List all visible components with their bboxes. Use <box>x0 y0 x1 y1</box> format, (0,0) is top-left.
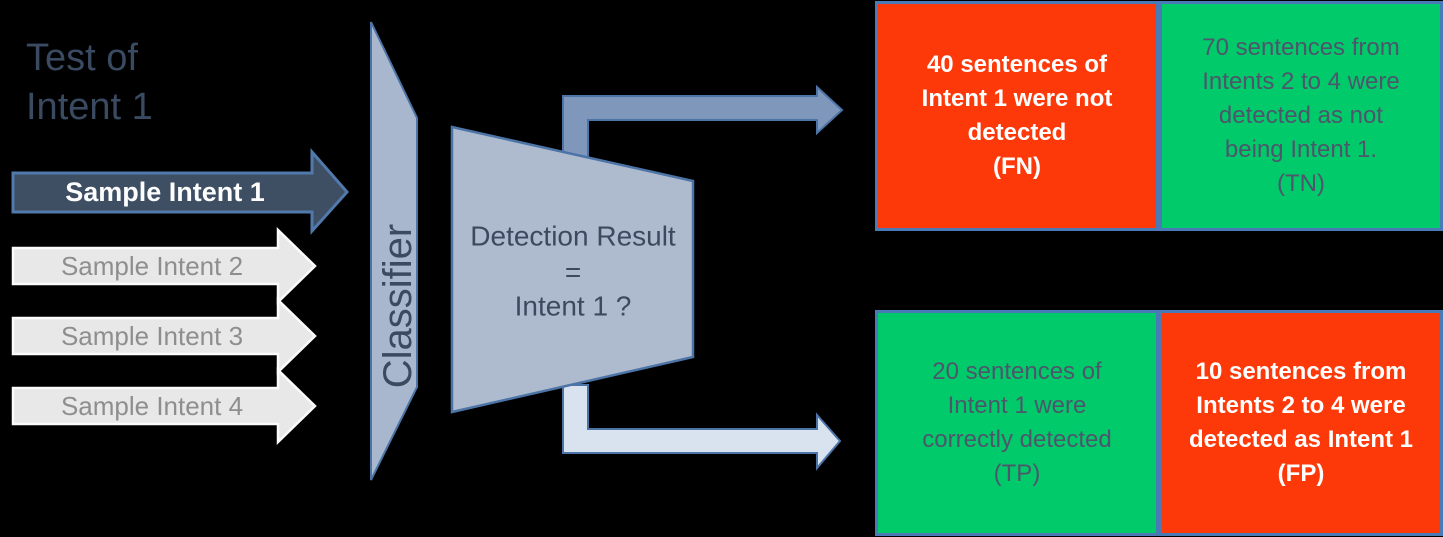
sample-intent-1-arrow <box>11 148 350 235</box>
diagram-title: Test of Intent 1 <box>26 37 153 128</box>
decision-trapezoid <box>450 125 695 414</box>
classifier-label: Classifier <box>376 224 420 388</box>
outcome-box-false-positive: 10 sentences from Intents 2 to 4 were de… <box>1159 310 1443 536</box>
outcome-box-true-positive: 20 sentences of Intent 1 were correctly … <box>875 310 1159 536</box>
decision-label-line3: Intent 1 ? <box>515 291 632 322</box>
outcome-box-true-negative: 70 sentences from Intents 2 to 4 were de… <box>1159 1 1443 231</box>
elbow-arrow-to-tp <box>562 384 842 471</box>
outcome-box-false-negative: 40 sentences of Intent 1 were not detect… <box>875 1 1159 231</box>
sample-intent-4-arrow <box>11 367 317 445</box>
classifier-shape <box>370 21 418 481</box>
outcome-text-true-negative: 70 sentences from Intents 2 to 4 were de… <box>1202 34 1400 197</box>
outcome-text-false-negative: 40 sentences of Intent 1 were not detect… <box>921 51 1113 180</box>
sample-intent-4-label: Sample Intent 4 <box>61 391 243 421</box>
sample-intent-3-label: Sample Intent 3 <box>61 321 243 351</box>
sample-intent-2-label: Sample Intent 2 <box>61 251 243 281</box>
sample-intent-1-label: Sample Intent 1 <box>65 177 265 207</box>
sample-intent-2-arrow <box>11 227 317 305</box>
decision-label-line2: = <box>565 257 581 288</box>
outcome-text-false-positive: 10 sentences from Intents 2 to 4 were de… <box>1188 358 1414 487</box>
decision-label-line1: Detection Result <box>470 221 676 252</box>
outcome-text-true-positive: 20 sentences of Intent 1 were correctly … <box>922 358 1112 487</box>
sample-intent-3-arrow <box>11 297 317 375</box>
